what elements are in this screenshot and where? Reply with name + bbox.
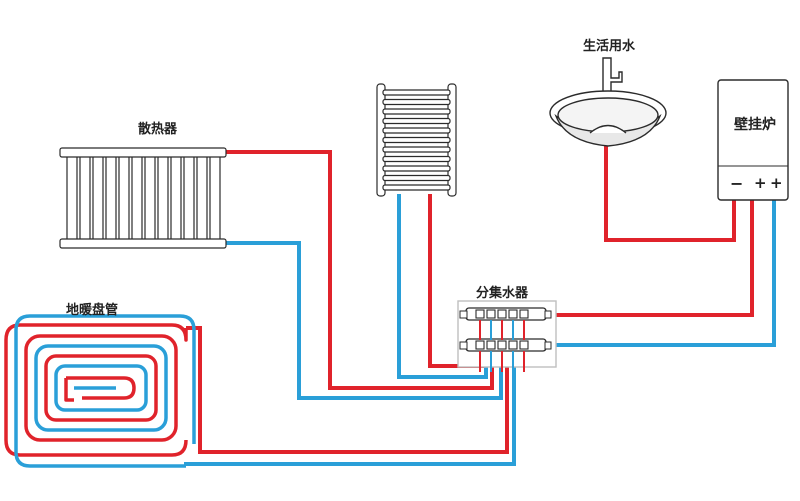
manifold-valve bbox=[508, 309, 518, 319]
radiator-fin bbox=[79, 149, 91, 247]
manifold-valve bbox=[486, 340, 496, 350]
towel-rack-bar bbox=[382, 184, 451, 191]
boiler-return-pipe bbox=[546, 198, 776, 347]
manifold-label: 分集水器 bbox=[476, 286, 529, 301]
radiator-fin bbox=[183, 149, 195, 247]
floor-heating-label: 地暖盘管 bbox=[66, 303, 119, 318]
manifold-valve bbox=[475, 340, 485, 350]
radiator-fin bbox=[131, 149, 143, 247]
manifold-valve bbox=[475, 309, 485, 319]
radiator-supply-pipe bbox=[226, 150, 494, 390]
manifold-valve bbox=[486, 309, 496, 319]
floor-heating-coil bbox=[4, 314, 196, 468]
towel-rack-bar bbox=[382, 136, 451, 144]
radiator-fin bbox=[66, 149, 78, 247]
domestic-water-label: 生活用水 bbox=[583, 39, 636, 54]
radiator-label: 散热器 bbox=[138, 122, 178, 137]
manifold-valve bbox=[519, 309, 529, 319]
sink bbox=[549, 57, 667, 147]
towel-rack-bar bbox=[382, 98, 451, 106]
radiator-return-pipe bbox=[226, 241, 503, 400]
manifold-valve bbox=[508, 340, 518, 350]
radiator-fin bbox=[209, 149, 221, 247]
wall-boiler bbox=[717, 79, 789, 201]
radiator-fin bbox=[157, 149, 169, 247]
boiler-supply-pipe bbox=[546, 198, 754, 317]
boiler-plus-sign: + bbox=[754, 174, 767, 192]
manifold-valve bbox=[497, 309, 507, 319]
towel-rack-bar bbox=[382, 155, 451, 163]
towel-rack-bar bbox=[382, 165, 451, 172]
radiator-fin bbox=[118, 149, 130, 247]
towel-rack-bar bbox=[382, 117, 451, 125]
radiator-fin bbox=[105, 149, 117, 247]
radiator-fin bbox=[92, 149, 104, 247]
manifold-valve bbox=[497, 340, 507, 350]
boiler-plus-sign: + bbox=[770, 174, 783, 192]
faucet-icon bbox=[602, 57, 623, 95]
radiator bbox=[59, 147, 227, 249]
towel-rack-bar bbox=[382, 89, 451, 96]
boiler-minus-sign: − bbox=[730, 174, 744, 193]
radiator-bottom-header bbox=[59, 238, 227, 249]
radiator-fin bbox=[170, 149, 182, 247]
radiator-fin bbox=[196, 149, 208, 247]
radiator-fin bbox=[144, 149, 156, 247]
towel-rack-bar bbox=[382, 174, 451, 182]
radiator-top-header bbox=[59, 147, 227, 158]
towel-rack-bar bbox=[382, 108, 451, 115]
towel-rack-bar bbox=[382, 146, 451, 153]
boiler-label: 壁挂炉 bbox=[734, 117, 776, 133]
domestic-water-pipe bbox=[604, 145, 736, 242]
manifold-valve bbox=[519, 340, 529, 350]
manifold bbox=[457, 300, 557, 372]
towel-rack-radiator bbox=[376, 83, 457, 197]
towel-rack-bar bbox=[382, 127, 451, 134]
